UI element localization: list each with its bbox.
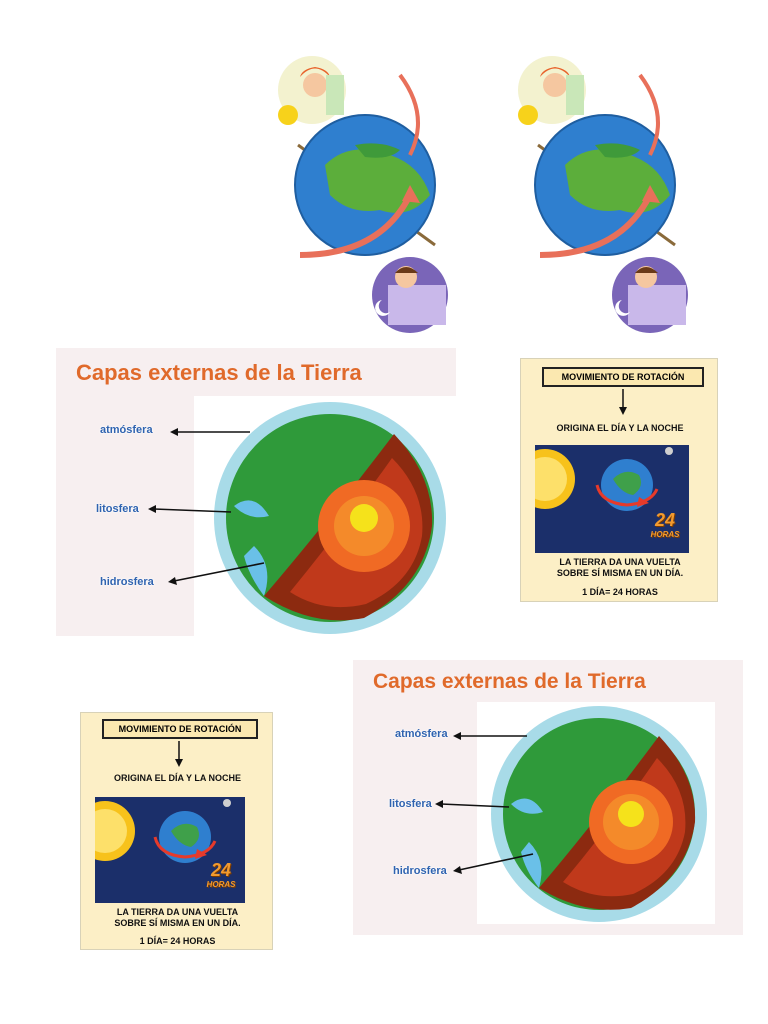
rotation-arrow-icon xyxy=(153,836,217,859)
top-illustration-right xyxy=(510,45,750,340)
rotacion-line1: LA TIERRA DA UNA VUELTA xyxy=(116,907,239,917)
sun-icon xyxy=(518,105,538,125)
rotacion-panel-1: MOVIMIENTO DE ROTACIÓN ORIGINA EL DÍA Y … xyxy=(520,358,718,602)
earth-day-night-illustration xyxy=(518,56,688,333)
capas-panel-1: Capas externas de la Tierra atmósfera li… xyxy=(56,348,456,636)
rotacion-origin: ORIGINA EL DÍA Y LA NOCHE xyxy=(113,773,241,783)
hours-word: HORAS xyxy=(650,530,680,539)
hours-word: HORAS xyxy=(206,880,236,889)
label-arrows xyxy=(435,732,534,874)
rotacion-line2: SOBRE SÍ MISMA EN UN DÍA. xyxy=(114,918,241,928)
hours-number: 24 xyxy=(210,860,232,880)
sun-icon xyxy=(278,105,298,125)
label-arrows xyxy=(148,428,265,585)
moon-icon xyxy=(615,300,630,316)
label-hidrosfera: hidrosfera xyxy=(393,865,447,877)
label-litosfera: litosfera xyxy=(389,798,432,810)
label-hidrosfera: hidrosfera xyxy=(100,576,154,588)
earth-layers-diagram xyxy=(194,396,456,636)
down-arrow-icon xyxy=(175,741,183,767)
rotacion-panel-2: MOVIMIENTO DE ROTACIÓN ORIGINA EL DÍA Y … xyxy=(80,712,273,950)
rotacion-header: MOVIMIENTO DE ROTACIÓN xyxy=(102,719,258,739)
moon-icon xyxy=(375,300,390,316)
label-atmosfera: atmósfera xyxy=(100,424,153,436)
moon-icon xyxy=(665,447,673,455)
label-atmosfera: atmósfera xyxy=(395,728,448,740)
capas-title: Capas externas de la Tierra xyxy=(76,360,362,385)
label-litosfera: litosfera xyxy=(96,503,139,515)
rotation-arrow-icon xyxy=(595,484,659,507)
rotacion-scene: 24 HORAS xyxy=(535,445,689,553)
earth-day-night-illustration xyxy=(278,56,448,333)
top-illustration-left xyxy=(270,45,510,340)
rotacion-scene: 24 HORAS xyxy=(95,797,245,903)
capas-title: Capas externas de la Tierra xyxy=(373,670,646,693)
earth-layers-diagram xyxy=(477,702,715,924)
rotacion-equation: 1 DÍA= 24 HORAS xyxy=(139,936,216,946)
down-arrow-icon xyxy=(619,389,627,415)
rotacion-equation: 1 DÍA= 24 HORAS xyxy=(582,587,658,597)
rotacion-origin: ORIGINA EL DÍA Y LA NOCHE xyxy=(556,423,684,433)
rotacion-header: MOVIMIENTO DE ROTACIÓN xyxy=(542,367,704,387)
hours-number: 24 xyxy=(654,510,676,530)
capas-panel-2: Capas externas de la Tierra atmósfera li… xyxy=(353,660,743,935)
rotacion-line1: LA TIERRA DA UNA VUELTA xyxy=(559,557,681,567)
rotacion-line2: SOBRE SÍ MISMA EN UN DÍA. xyxy=(556,568,684,578)
moon-icon xyxy=(223,799,231,807)
